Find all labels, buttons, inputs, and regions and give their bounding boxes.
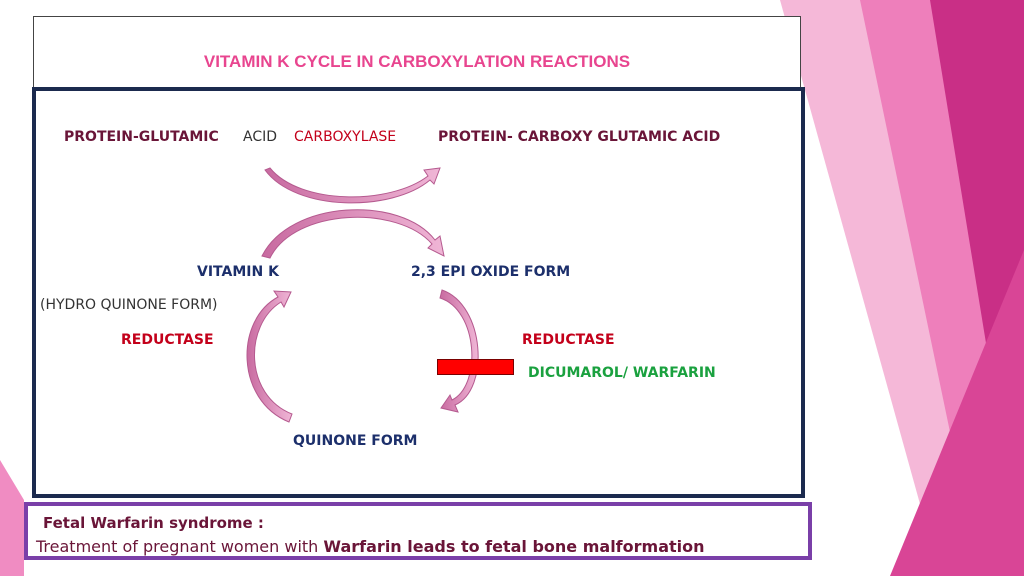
title-box: VITAMIN K CYCLE IN CARBOXYLATION REACTIO… xyxy=(33,16,801,87)
product-label: PROTEIN- CARBOXY GLUTAMIC ACID xyxy=(438,129,721,145)
diagram-frame xyxy=(32,87,805,498)
note-text-bold: Warfarin leads to fetal bone malformatio… xyxy=(323,537,705,556)
quinone-label: QUINONE FORM xyxy=(293,433,418,449)
note-text-plain: Treatment of pregnant women with xyxy=(36,537,324,556)
substrate-suffix-label: ACID xyxy=(243,129,278,145)
inhibition-bar xyxy=(437,359,514,375)
carboxylase-label: CARBOXYLASE xyxy=(294,129,397,145)
epoxide-label: 2,3 EPI OXIDE FORM xyxy=(411,264,571,280)
slide-title: VITAMIN K CYCLE IN CARBOXYLATION REACTIO… xyxy=(203,52,631,71)
substrate-label: PROTEIN-GLUTAMIC xyxy=(64,129,219,145)
reductase-left-label: REDUCTASE xyxy=(121,332,214,348)
reductase-right-label: REDUCTASE xyxy=(522,332,615,348)
note-text: Treatment of pregnant women with Warfari… xyxy=(36,537,705,556)
note-heading: Fetal Warfarin syndrome : xyxy=(43,514,264,532)
hydroquinone-label: (HYDRO QUINONE FORM) xyxy=(40,297,218,313)
inhibitor-label: DICUMAROL/ WARFARIN xyxy=(528,365,716,381)
vitamin-k-label: VITAMIN K xyxy=(197,264,279,280)
note-box: Fetal Warfarin syndrome : Treatment of p… xyxy=(24,502,812,560)
